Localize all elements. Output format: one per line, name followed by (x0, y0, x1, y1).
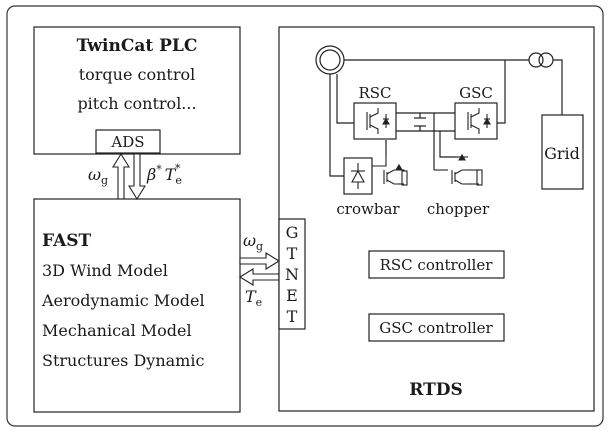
crowbar-diode-icon (351, 163, 365, 189)
plc-line-pitch: pitch control... (77, 94, 196, 113)
power-wiring (329, 59, 563, 177)
ads-box (95, 129, 161, 154)
plc-title: TwinCat PLC (77, 36, 198, 56)
gsc-converter (454, 102, 498, 140)
generator-inner-ring (319, 49, 341, 71)
te-left-arrow (238, 268, 280, 286)
crowbar-switch-icon (372, 154, 408, 186)
omega-right-arrow (239, 252, 281, 270)
gtnet-box (278, 218, 306, 330)
omega-label-vertical: ωg (88, 165, 108, 187)
grid-box (541, 114, 584, 190)
gsc-label: GSC (459, 84, 493, 102)
gtnet-letter-e: E (286, 286, 298, 305)
rsc-igbt-icon (366, 108, 390, 134)
outer-frame (6, 5, 604, 427)
omega-up-arrow (112, 152, 130, 200)
chopper-label: chopper (427, 200, 490, 218)
rsc-controller-box (368, 250, 505, 279)
ads-label: ADS (110, 133, 144, 151)
fast-line-mech: Mechanical Model (42, 321, 192, 340)
gsc-igbt-icon (467, 108, 491, 134)
setpoint-label: β*Te* (146, 162, 182, 187)
gtnet-letter-t2: T (287, 307, 298, 326)
rsc-controller-label: RSC controller (380, 256, 494, 274)
te-label-horizontal: Te (245, 287, 262, 309)
rsc-label: RSC (358, 84, 391, 102)
omega-label-horizontal: ωg (243, 231, 263, 253)
gtnet-letter-n: N (285, 265, 299, 284)
gsc-controller-label: GSC controller (379, 319, 493, 337)
setpoint-down-arrow (128, 153, 146, 201)
grid-label: Grid (544, 144, 580, 163)
rsc-converter (353, 102, 397, 140)
transformer-coil-2 (538, 52, 554, 68)
fast-line-wind: 3D Wind Model (42, 261, 168, 280)
fast-line-struct: Structures Dynamic (42, 351, 204, 370)
fast-block (33, 198, 241, 413)
plc-line-torque: torque control (79, 65, 196, 84)
fast-line-aero: Aerodynamic Model (41, 291, 205, 310)
gsc-controller-box (368, 313, 505, 342)
crowbar-label: crowbar (336, 200, 400, 218)
gtnet-letter-g: G (286, 223, 299, 242)
rtds-block (278, 26, 595, 412)
chopper-icon (434, 153, 483, 186)
fast-title: FAST (42, 231, 92, 251)
rtds-title: RTDS (409, 380, 463, 400)
gtnet-letter-t1: T (287, 244, 298, 263)
